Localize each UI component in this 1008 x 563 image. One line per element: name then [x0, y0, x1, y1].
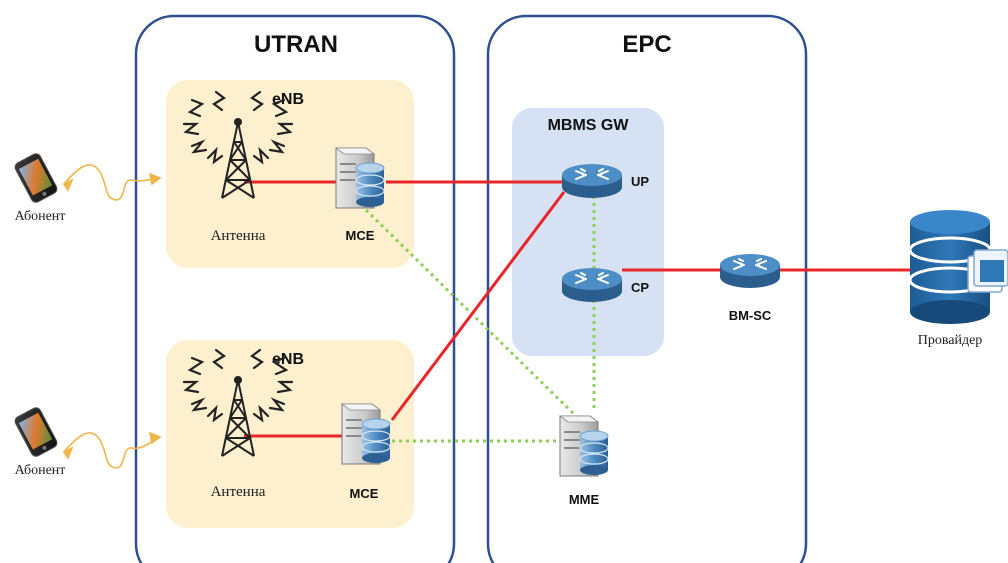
- database-stack-icon: [908, 210, 1008, 324]
- mme-label: MME: [569, 492, 600, 507]
- mce-label-bottom: MCE: [350, 486, 379, 501]
- utran-title: UTRAN: [254, 31, 338, 58]
- epc-title: EPC: [622, 31, 671, 58]
- user-plane-links: [244, 180, 918, 438]
- wireless-link-top: [63, 164, 159, 201]
- phone-icon: [12, 405, 60, 459]
- subscriber-label-bottom: Абонент: [15, 463, 66, 478]
- enb-title-top: eNB: [272, 91, 304, 108]
- router-icon: [561, 163, 623, 199]
- wireless-links: [62, 164, 162, 469]
- bmsc-label: BM-SC: [729, 308, 772, 323]
- antenna-label-top: Антенна: [211, 228, 266, 244]
- enb-box-top: [166, 80, 414, 268]
- link-mce-bottom-up: [390, 191, 566, 421]
- router-icon: [561, 267, 623, 303]
- mbms-gw-box: [512, 108, 664, 356]
- subscriber-label-top: Абонент: [15, 209, 66, 224]
- wireless-link-bottom: [63, 432, 159, 469]
- enb-title-bottom: eNB: [272, 351, 304, 368]
- mbms-gw-title: MBMS GW: [548, 117, 630, 134]
- provider-label: Провайдер: [918, 333, 983, 348]
- up-label: UP: [631, 174, 649, 189]
- mce-label-top: MCE: [346, 228, 375, 243]
- phone-icon: [12, 151, 60, 205]
- enb-box-bottom: [166, 340, 414, 528]
- router-icon: [719, 253, 781, 289]
- antenna-label-bottom: Антенна: [211, 484, 266, 500]
- cp-label: CP: [631, 280, 649, 295]
